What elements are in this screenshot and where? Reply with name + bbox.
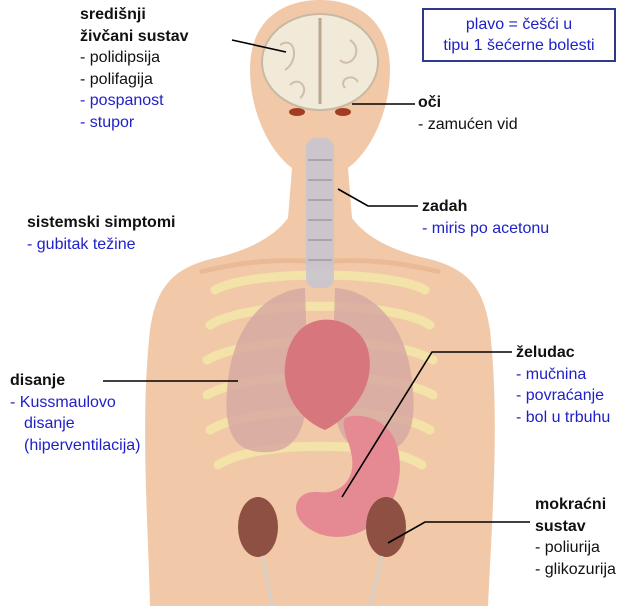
legend-line-2: tipu 1 šećerne bolesti [424,35,614,56]
breathing-heading: disanje [10,370,141,392]
right-eye [335,108,351,116]
breath-item-1: - miris po acetonu [422,218,549,240]
stomach-item-1: - mučnina [516,364,610,386]
urinary-item-1: - poliurija [535,537,616,559]
systemic-heading: sistemski simptomi [27,212,176,234]
cns-item-2: - polifagija [80,69,189,91]
trachea [306,138,334,288]
left-eye [289,108,305,116]
left-kidney [238,497,278,557]
urinary-heading-2: sustav [535,516,616,538]
systemic-item-1: - gubitak težine [27,234,176,256]
legend-line-1: plavo = češći u [424,14,614,35]
brain [262,14,378,110]
right-kidney [366,497,406,557]
legend-box: plavo = češći u tipu 1 šećerne bolesti [422,8,616,62]
breath-heading: zadah [422,196,549,218]
stomach-item-3: - bol u trbuhu [516,407,610,429]
breathing-item-2: disanje [10,413,141,435]
label-eyes: oči - zamućen vid [418,92,518,135]
label-breath: zadah - miris po acetonu [422,196,549,239]
cns-heading-1: središnji [80,4,189,26]
cns-heading-2: živčani sustav [80,26,189,48]
urinary-heading-1: mokraćni [535,494,616,516]
stomach-heading: želudac [516,342,610,364]
label-urinary: mokraćni sustav - poliurija - glikozurij… [535,494,616,580]
breathing-item-1: - Kussmaulovo [10,392,141,414]
eyes-item-1: - zamućen vid [418,114,518,136]
eyes-heading: oči [418,92,518,114]
cns-item-4: - stupor [80,112,189,134]
breathing-item-3: (hiperventilacija) [10,435,141,457]
label-breathing: disanje - Kussmaulovo disanje (hipervent… [10,370,141,456]
label-cns: središnji živčani sustav - polidipsija -… [80,4,189,133]
cns-item-1: - polidipsija [80,47,189,69]
cns-item-3: - pospanost [80,90,189,112]
label-stomach: želudac - mučnina - povraćanje - bol u t… [516,342,610,428]
label-systemic: sistemski simptomi - gubitak težine [27,212,176,255]
stomach-item-2: - povraćanje [516,385,610,407]
urinary-item-2: - glikozurija [535,559,616,581]
